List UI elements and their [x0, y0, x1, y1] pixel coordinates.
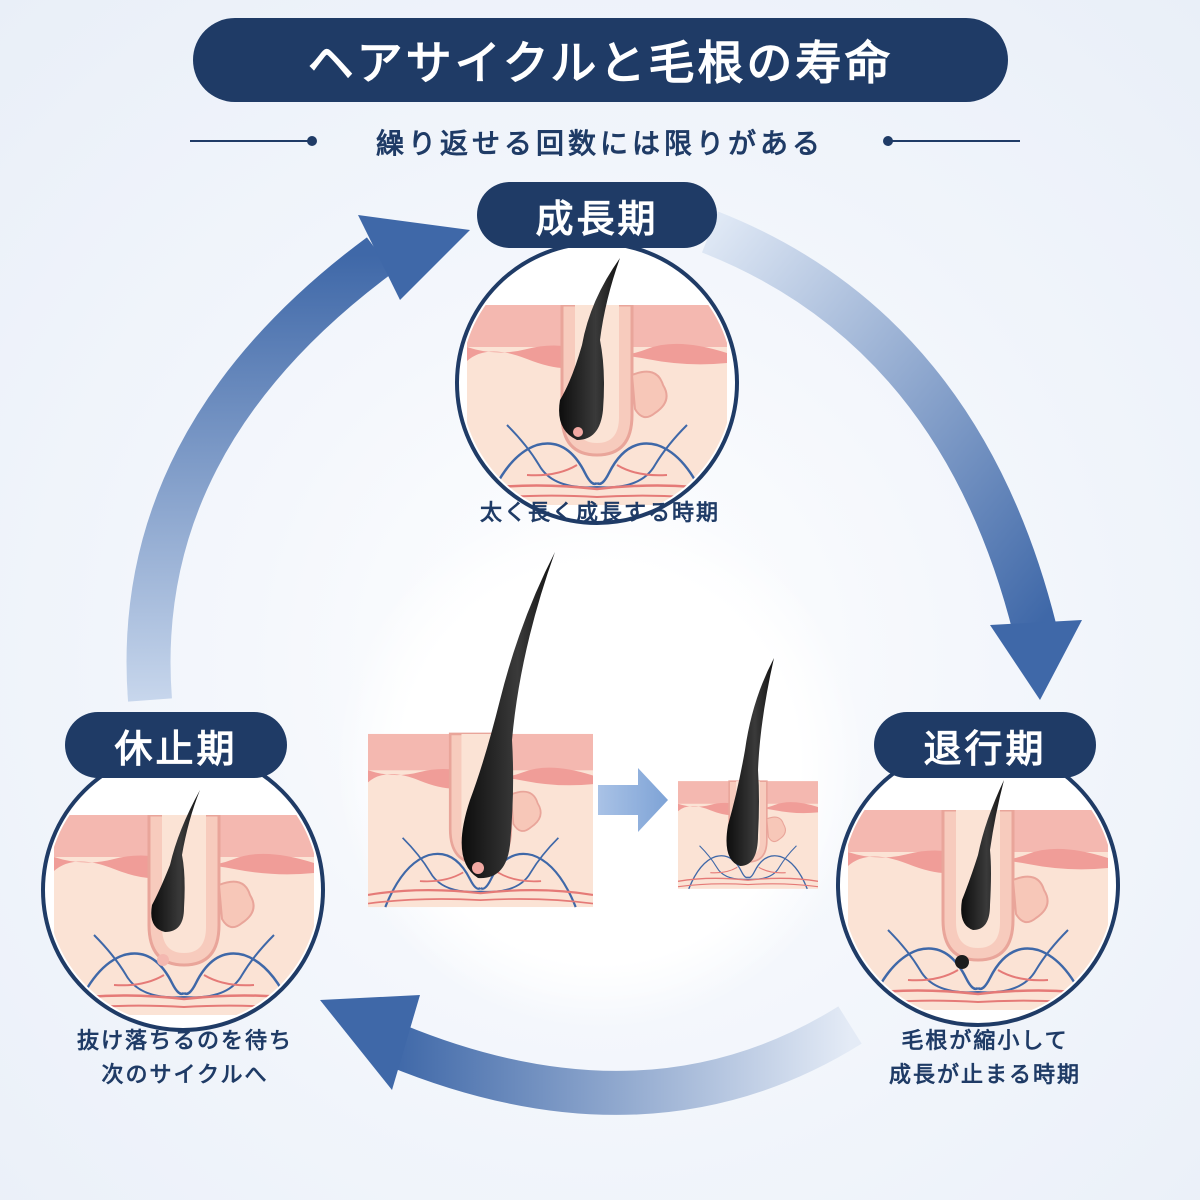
- growth-illustration: [455, 241, 739, 525]
- arrow-head-bottom: [320, 995, 420, 1090]
- thick-hair: [461, 552, 555, 879]
- phase-label-growth: 成長期: [477, 182, 717, 248]
- regression-illustration: [836, 743, 1120, 1027]
- caption-regression-line2: 成長が止まる時期: [888, 1063, 1081, 1088]
- phase-label-regression: 退行期: [874, 712, 1096, 778]
- rest-illustration: [41, 748, 325, 1032]
- subtitle-rule-left: [190, 136, 317, 146]
- arrow-head-right: [990, 620, 1082, 700]
- caption-growth: 太く長く成長する時期: [479, 501, 720, 526]
- arrow-growth-to-regression: [701, 211, 1057, 636]
- phase-label-rest: 休止期: [65, 712, 287, 778]
- arrow-regression-to-rest: [386, 1006, 862, 1115]
- shrink-arrow-icon: [598, 768, 668, 832]
- page-title: ヘアサイクルと毛根の寿命: [193, 18, 1008, 102]
- caption-rest: 抜け落ちるのを待ち 次のサイクルへ: [30, 1025, 340, 1093]
- subtitle-rule-right: [883, 136, 1020, 146]
- caption-rest-line2: 次のサイクルへ: [101, 1063, 269, 1088]
- arrow-rest-to-growth: [126, 237, 394, 702]
- center-comparison: [368, 552, 818, 909]
- subtitle: 繰り返せる回数には限りがある: [375, 127, 824, 160]
- caption-rest-line1: 抜け落ちるのを待ち: [76, 1029, 293, 1054]
- thin-hair: [726, 658, 774, 866]
- arrow-head-left: [358, 215, 470, 300]
- caption-regression: 毛根が縮小して 成長が止まる時期: [840, 1025, 1130, 1093]
- caption-regression-line1: 毛根が縮小して: [901, 1029, 1069, 1054]
